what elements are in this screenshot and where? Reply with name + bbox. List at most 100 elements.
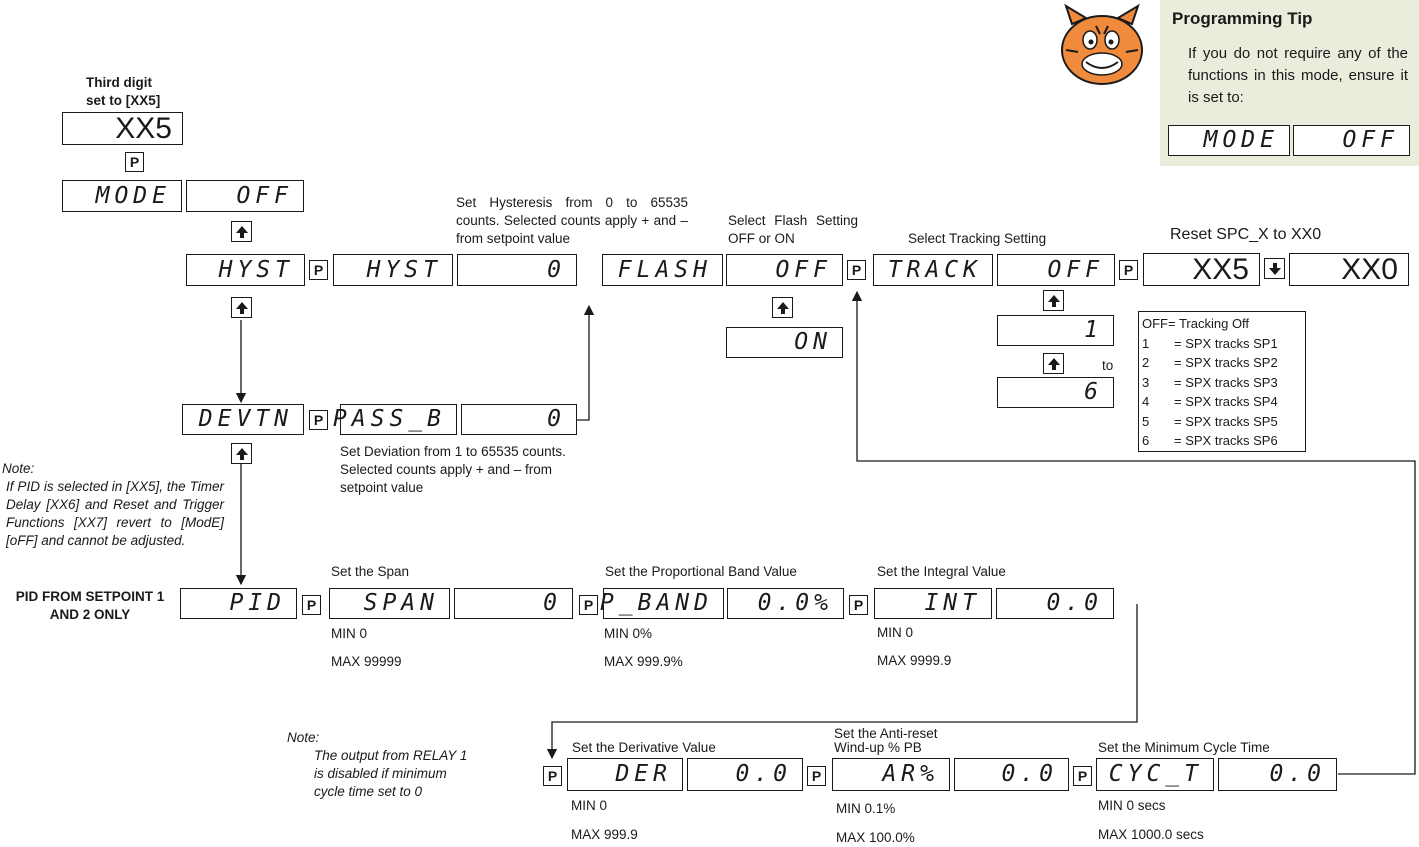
legend-text: = SPX tracks SP1 (1174, 334, 1278, 354)
third-digit-label: Third digit set to [XX5] (86, 74, 166, 110)
der-min-label: MIN 0 (571, 797, 607, 815)
set-deviation-label: Set Deviation from 1 to 65535 counts. Se… (340, 443, 592, 497)
tip-text: If you do not require any of the functio… (1188, 43, 1408, 109)
down-arrow-icon[interactable] (1264, 258, 1285, 279)
note2-title: Note: (287, 729, 319, 747)
devtn-zero-display: 0 (461, 404, 577, 435)
legend-text: = SPX tracks SP4 (1174, 392, 1278, 412)
ar-min-label: MIN 0.1% (836, 800, 895, 818)
p-key[interactable]: P (1119, 260, 1138, 280)
cyc-value-display: 0.0 (1218, 758, 1337, 791)
cyc-max-label: MAX 1000.0 secs (1098, 826, 1204, 844)
reset-spc-label: Reset SPC_X to XX0 (1170, 226, 1321, 244)
flash-off-display: OFF (726, 254, 843, 286)
pass-b-display: PASS_B (340, 404, 457, 435)
track-one-display: 1 (997, 315, 1114, 346)
set-pband-label: Set the Proportional Band Value (605, 563, 797, 581)
devtn-display: DEVTN (182, 404, 304, 435)
legend-text: = SPX tracks SP3 (1174, 373, 1278, 393)
select-tracking-label: Select Tracking Setting (908, 230, 1046, 248)
pass-to-hyst-line (577, 310, 589, 420)
up-arrow-icon[interactable] (1043, 353, 1064, 374)
legend-row: 2= SPX tracks SP2 (1142, 353, 1305, 373)
mode-display: MODE (62, 180, 182, 212)
legend-row: OFF= Tracking Off (1142, 314, 1305, 334)
pband-value-display: 0.0% (727, 588, 844, 619)
track-off-display: OFF (997, 254, 1115, 286)
flash-on-display: ON (726, 327, 843, 358)
p-key[interactable]: P (579, 595, 598, 615)
tip-title: Programming Tip (1172, 10, 1312, 28)
span-display: SPAN (329, 588, 450, 619)
ar-value-display: 0.0 (954, 758, 1069, 791)
note1-title: Note: (2, 460, 34, 478)
hyst-display: HYST (186, 254, 305, 286)
p-key[interactable]: P (1073, 766, 1092, 786)
up-arrow-icon[interactable] (231, 221, 252, 242)
legend-row: 4= SPX tracks SP4 (1142, 392, 1305, 412)
set-cyc-label: Set the Minimum Cycle Time (1098, 739, 1270, 757)
int-max-label: MAX 9999.9 (877, 652, 951, 670)
p-key[interactable]: P (849, 595, 868, 615)
span-min-label: MIN 0 (331, 625, 367, 643)
legend-key: 1 (1142, 334, 1174, 354)
track-six-display: 6 (997, 377, 1114, 408)
legend-text: = Tracking Off (1168, 314, 1249, 334)
select-flash-label: Select Flash Setting OFF or ON (728, 212, 858, 248)
der-value-display: 0.0 (687, 758, 803, 791)
up-arrow-icon[interactable] (772, 297, 793, 318)
up-arrow-icon[interactable] (231, 443, 252, 464)
legend-key: 4 (1142, 392, 1174, 412)
flash-display: FLASH (602, 254, 723, 286)
note1-body: If PID is selected in [XX5], the Timer D… (6, 478, 224, 550)
tracking-legend: OFF= Tracking Off 1= SPX tracks SP1 2= S… (1138, 311, 1306, 452)
cyc-display: CYC_T (1096, 758, 1214, 791)
tip-off-display: OFF (1293, 125, 1410, 156)
p-key[interactable]: P (125, 152, 144, 172)
up-arrow-icon[interactable] (231, 297, 252, 318)
legend-key: 6 (1142, 431, 1174, 451)
track-display: TRACK (873, 254, 993, 286)
set-int-label: Set the Integral Value (877, 563, 1006, 581)
legend-row: 3= SPX tracks SP3 (1142, 373, 1305, 393)
p-key[interactable]: P (543, 766, 562, 786)
pid-from-setpoint-label: PID FROM SETPOINT 1 AND 2 ONLY (0, 588, 180, 624)
reset-xx5-display: XX5 (1143, 253, 1260, 286)
pid-display: PID (180, 588, 297, 619)
off-display: OFF (186, 180, 304, 212)
p-key[interactable]: P (847, 260, 866, 280)
legend-row: 5= SPX tracks SP5 (1142, 412, 1305, 432)
p-key[interactable]: P (309, 410, 328, 430)
p-key[interactable]: P (309, 260, 328, 280)
pband-max-label: MAX 999.9% (604, 653, 683, 671)
p-key[interactable]: P (807, 766, 826, 786)
der-max-label: MAX 999.9 (571, 826, 638, 844)
note2-body: The output from RELAY 1 is disabled if m… (314, 747, 480, 801)
set-ar-label: Set the Anti-reset Wind-up % PB (834, 727, 974, 755)
int-display: INT (874, 588, 992, 619)
pband-display: P_BAND (603, 588, 724, 619)
legend-text: = SPX tracks SP2 (1174, 353, 1278, 373)
pband-min-label: MIN 0% (604, 625, 652, 643)
legend-key: OFF (1142, 314, 1168, 334)
legend-row: 6= SPX tracks SP6 (1142, 431, 1305, 451)
legend-text: = SPX tracks SP6 (1174, 431, 1278, 451)
int-min-label: MIN 0 (877, 624, 913, 642)
span-max-label: MAX 99999 (331, 653, 402, 671)
tip-mode-display: MODE (1168, 125, 1290, 156)
legend-key: 3 (1142, 373, 1174, 393)
up-arrow-icon[interactable] (1043, 290, 1064, 311)
legend-text: = SPX tracks SP5 (1174, 412, 1278, 432)
to-label: to (1102, 357, 1113, 375)
legend-key: 2 (1142, 353, 1174, 373)
cyc-to-track-line (857, 296, 1415, 774)
set-hysteresis-label: Set Hysteresis from 0 to 65535 counts. S… (456, 194, 688, 248)
int-value-display: 0.0 (996, 588, 1114, 619)
set-span-label: Set the Span (331, 563, 409, 581)
xx5-display: XX5 (62, 112, 183, 145)
cyc-min-label: MIN 0 secs (1098, 797, 1166, 815)
set-der-label: Set the Derivative Value (572, 739, 716, 757)
legend-key: 5 (1142, 412, 1174, 432)
p-key[interactable]: P (302, 595, 321, 615)
ar-display: AR% (832, 758, 950, 791)
